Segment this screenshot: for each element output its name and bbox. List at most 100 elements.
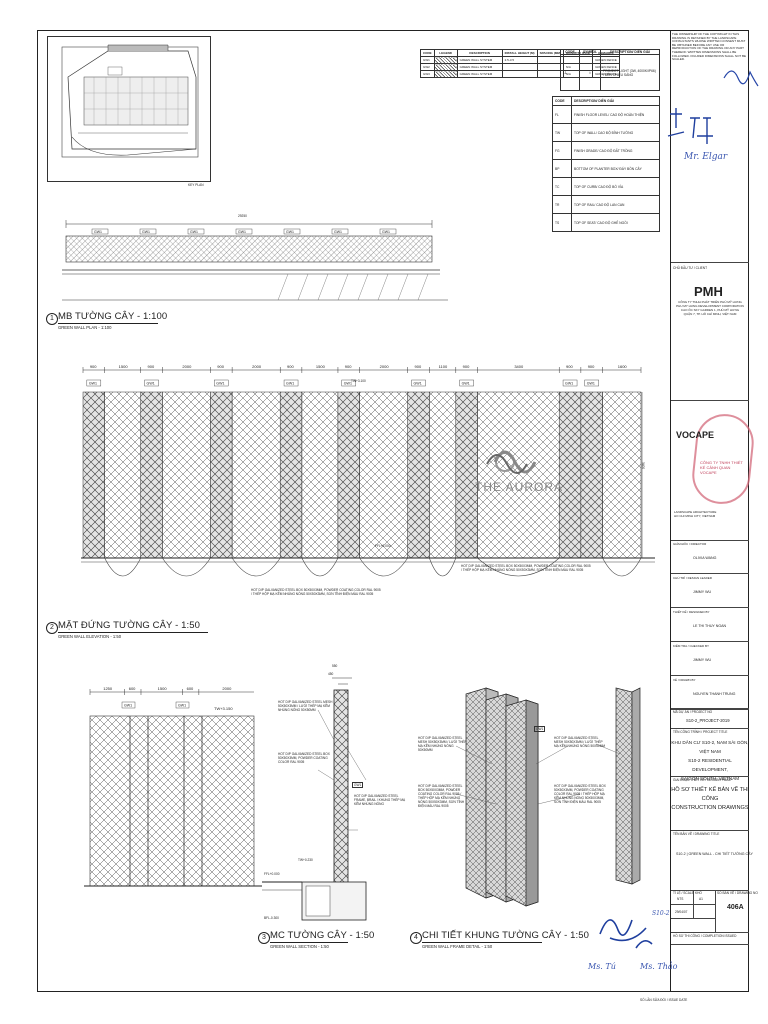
svg-text:GW1: GW1 xyxy=(142,230,150,234)
person-name: JIMMY WU xyxy=(693,590,712,594)
svg-text:GW1: GW1 xyxy=(124,704,132,708)
svg-text:GW1: GW1 xyxy=(462,382,470,386)
plan-tag: GW1 xyxy=(91,228,109,235)
tb-divider-people xyxy=(671,540,749,541)
plan-tag: GW1 xyxy=(187,228,205,235)
mesh-panel xyxy=(162,391,211,559)
mesh-column xyxy=(337,391,360,559)
svg-text:GW1: GW1 xyxy=(147,382,155,386)
spacing-arc xyxy=(301,557,339,577)
drawing-title: S10-2 | GREEN WALL - CHI TIẾT TƯỜNG CÂY xyxy=(676,852,753,856)
view-2-underline xyxy=(58,632,208,633)
elevation-dimension: 2000 xyxy=(182,364,192,369)
mesh-column xyxy=(82,391,105,559)
spacing-arc xyxy=(477,557,560,577)
elevation-tag: GW1 xyxy=(214,379,229,387)
view-2-subtitle: GREEN WALL ELEVATION - 1:50 xyxy=(58,634,122,639)
elevation-tag: GW1 xyxy=(86,379,102,387)
legend-cell: GW2 xyxy=(420,63,435,71)
level-description: TOP OF WALL/ CAO ĐỘ ĐỈNH TƯỜNG xyxy=(571,123,660,142)
elevation-dimension: 900 xyxy=(588,364,595,369)
mesh-panel xyxy=(231,391,281,559)
detail-note-box: HOT DIP GALVANIZED STEEL BOX 50X50X3MM, … xyxy=(418,784,465,808)
developer-logo: PMH xyxy=(694,284,723,299)
level-code: FL xyxy=(552,105,572,124)
key-plan-drawing xyxy=(61,44,199,158)
issue-label: HỒ SƠ THI CÔNG / COMPLETION ISSUED xyxy=(673,934,737,938)
copyright-note: THE OWNERSHIP OF THE COPYRIGHT IN THIS D… xyxy=(672,32,747,62)
light-description: PROJECT LIGHT (3W, 4000K/IP66) / ĐÈN CHI… xyxy=(600,54,660,91)
legend-header-3: INSTALL HEIGHT (M) xyxy=(501,49,538,57)
legend-header-0: CODE xyxy=(420,49,435,57)
ffl-label: FFL+0.000 xyxy=(375,544,391,548)
elevation-dimension: 900 xyxy=(217,364,224,369)
person-role: GIÁM ĐỐC / DIRECTOR xyxy=(673,542,707,546)
tb-divider-scale xyxy=(671,890,749,891)
elevation-dimension: 900 xyxy=(90,364,97,369)
legend-header-1: LEGEND xyxy=(433,49,458,57)
detail-note-box-b: HOT DIP GALVANIZED STEEL BOX 50X50X3MM, … xyxy=(554,784,606,804)
view-3-subtitle: GREEN WALL SECTION - 1:50 xyxy=(270,944,329,949)
view-3-title: MC TƯỜNG CÂY - 1:50 xyxy=(270,930,375,941)
plan-tag: GW1 xyxy=(283,228,301,235)
mesh-column xyxy=(210,391,233,559)
svg-text:GW1: GW1 xyxy=(565,382,573,386)
section-front-tag: GW1 xyxy=(121,701,136,709)
watermark-text: THE AURORA xyxy=(475,480,564,494)
section-tw-label: TW+3.150 xyxy=(214,706,233,711)
legend-cell: GW1 xyxy=(420,56,435,64)
elevation-dimension: 900 xyxy=(415,364,422,369)
mesh-column xyxy=(455,391,478,559)
level-description: TOP OF SEAT/ CAO ĐỘ GHẾ NGỒI xyxy=(571,213,660,232)
level-code: TW xyxy=(552,123,572,142)
elevation-tag: GW1 xyxy=(411,379,426,387)
view-4-subtitle: GREEN WALL FRAME DETAIL - 1:50 xyxy=(422,944,493,949)
person-role: KIỂM TRA / CHECKED BY xyxy=(673,644,709,648)
section-top-dim: 550 xyxy=(332,664,338,668)
level-code: FG xyxy=(552,141,572,160)
plan-tag: GW1 xyxy=(331,228,349,235)
mesh-panel xyxy=(477,391,560,559)
sign-note: S10-2 xyxy=(652,910,670,917)
elevation-dimension: 900 xyxy=(566,364,573,369)
view-2-number: 2 xyxy=(46,622,58,634)
scale-grid: TỈ LỆ / SCALE NTS KHỔ A1 SỐ BẢN VẼ / DRA… xyxy=(671,890,758,932)
developer-line: CAO ỐC SKY GARDEN 1, PHÚ MỸ HƯNG xyxy=(680,308,740,312)
legend-cell xyxy=(501,63,538,71)
svg-text:GW1: GW1 xyxy=(344,382,352,386)
elevation-dimension: 1500 xyxy=(316,364,326,369)
spacing-arc xyxy=(162,557,211,577)
section-dimension: 1250 xyxy=(103,686,113,691)
handwriting-bottom-a: Ms. Tú xyxy=(588,962,616,971)
stage-line: CONSTRUCTION DRAWINGS xyxy=(671,805,749,811)
detail-tag: GW1 xyxy=(534,726,546,732)
project-title-line: S10-2 RESIDENTIAL DEVELOPMENT, xyxy=(688,758,732,772)
spacing-arc xyxy=(104,557,141,577)
svg-text:GW1: GW1 xyxy=(178,704,186,708)
light-code: L1 xyxy=(560,54,580,91)
level-code: TS xyxy=(552,213,572,232)
legend-cell: 2.5-3.5 xyxy=(501,56,538,64)
person-role: THIẾT KẾ / DESIGNED BY xyxy=(673,610,710,614)
view-4-title: CHI TIẾT KHUNG TƯỜNG CÂY - 1:50 xyxy=(422,930,589,941)
elevation-tag: GW1 xyxy=(584,379,599,387)
scale-label: TỈ LỆ / SCALE xyxy=(673,891,694,895)
detail-note-mesh-b: HOT DIP GALVANIZED STEEL MESH 50X50X3MM … xyxy=(554,736,606,748)
project-title-line: KHU DÂN CƯ S10-2, NAM SÀI GÒN, VIỆT NAM xyxy=(671,740,749,754)
section-cut-drawing xyxy=(262,677,367,921)
elevation-dimension: 900 xyxy=(345,364,352,369)
tb-divider-stage xyxy=(671,776,749,777)
level-description: TOP OF CURB/ CAO ĐỘ BÓ VỈA xyxy=(571,177,660,196)
